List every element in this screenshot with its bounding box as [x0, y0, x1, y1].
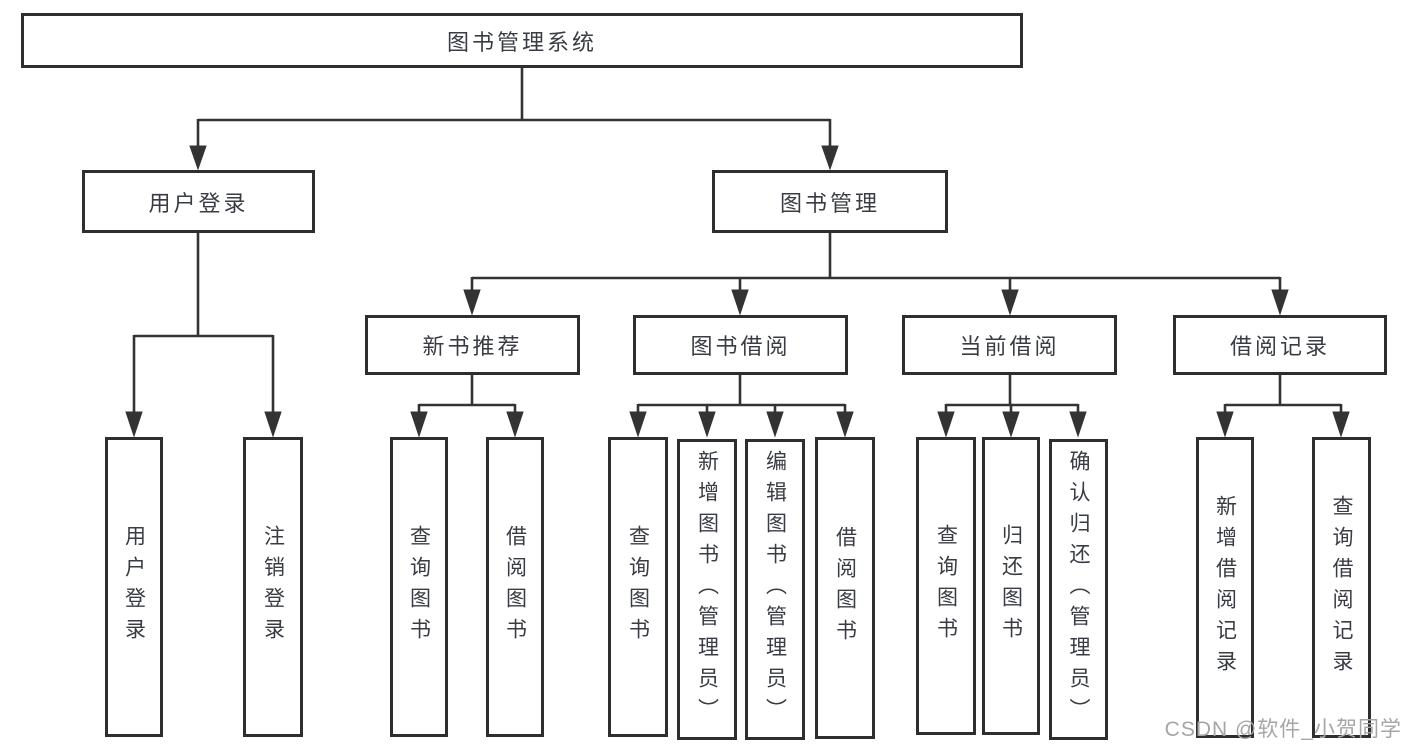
node-new-book-recommend: 新书推荐	[365, 315, 580, 375]
node-user-login: 用户登录	[82, 170, 315, 233]
leaf-confirm-return-admin: 确认归还（管理员）	[1049, 439, 1108, 740]
connector-book-management-to-level3	[463, 232, 1289, 316]
node-root-library-management-system: 图书管理系统	[21, 13, 1023, 68]
leaf-query-books-recommend-label: 查询图书	[407, 525, 431, 649]
leaf-query-books-borrow: 查询图书	[608, 437, 668, 737]
leaf-borrow-books: 借阅图书	[815, 437, 875, 739]
leaf-add-borrow-record: 新增借阅记录	[1196, 437, 1254, 738]
node-book-management: 图书管理	[712, 170, 948, 233]
leaf-query-borrow-record-label: 查询借阅记录	[1330, 494, 1353, 681]
node-current-borrow: 当前借阅	[902, 315, 1117, 375]
connector-current-borrow-to-leaves	[937, 374, 1087, 438]
connector-borrow-records-to-leaves	[1216, 374, 1350, 438]
node-book-borrow-label: 图书借阅	[690, 334, 791, 359]
leaf-return-books-label: 归还图书	[999, 524, 1023, 648]
connector-book-borrow-to-leaves	[629, 374, 854, 438]
leaf-return-books: 归还图书	[982, 437, 1040, 735]
node-current-borrow-label: 当前借阅	[959, 334, 1060, 359]
node-user-login-label: 用户登录	[148, 190, 249, 216]
node-borrow-records-label: 借阅记录	[1229, 334, 1330, 359]
leaf-query-books-recommend: 查询图书	[390, 437, 448, 737]
node-borrow-records: 借阅记录	[1173, 315, 1387, 375]
leaf-borrow-books-label: 借阅图书	[833, 526, 857, 650]
leaf-user-login-label: 用户登录	[122, 525, 146, 649]
leaf-query-borrow-record: 查询借阅记录	[1312, 437, 1371, 738]
leaf-edit-books-admin: 编辑图书（管理员）	[745, 439, 805, 740]
connector-new-book-recommend-to-leaves	[410, 374, 524, 438]
leaf-edit-books-admin-label: 编辑图书（管理员）	[763, 450, 787, 729]
node-new-book-recommend-label: 新书推荐	[422, 334, 523, 359]
leaf-borrow-books-recommend: 借阅图书	[486, 437, 544, 737]
leaf-add-books-admin: 新增图书（管理员）	[677, 439, 737, 740]
csdn-watermark: CSDN @软件_小贺同学	[1164, 718, 1402, 741]
leaf-query-books-current: 查询图书	[916, 437, 976, 735]
leaf-query-books-borrow-label: 查询图书	[626, 525, 650, 649]
leaf-confirm-return-admin-label: 确认归还（管理员）	[1067, 450, 1090, 729]
leaf-logout: 注销登录	[243, 437, 303, 737]
connector-root-to-level2	[189, 68, 839, 171]
leaf-query-books-current-label: 查询图书	[934, 524, 958, 648]
leaf-add-borrow-record-label: 新增借阅记录	[1213, 494, 1237, 681]
connector-user-login-to-leaves	[125, 232, 282, 438]
node-book-borrow: 图书借阅	[633, 315, 848, 375]
node-book-management-label: 图书管理	[779, 190, 880, 216]
node-root-label: 图书管理系统	[446, 29, 597, 55]
leaf-add-books-admin-label: 新增图书（管理员）	[695, 450, 719, 729]
leaf-user-login: 用户登录	[105, 437, 163, 737]
leaf-borrow-books-recommend-label: 借阅图书	[503, 525, 527, 649]
leaf-logout-label: 注销登录	[261, 525, 285, 649]
